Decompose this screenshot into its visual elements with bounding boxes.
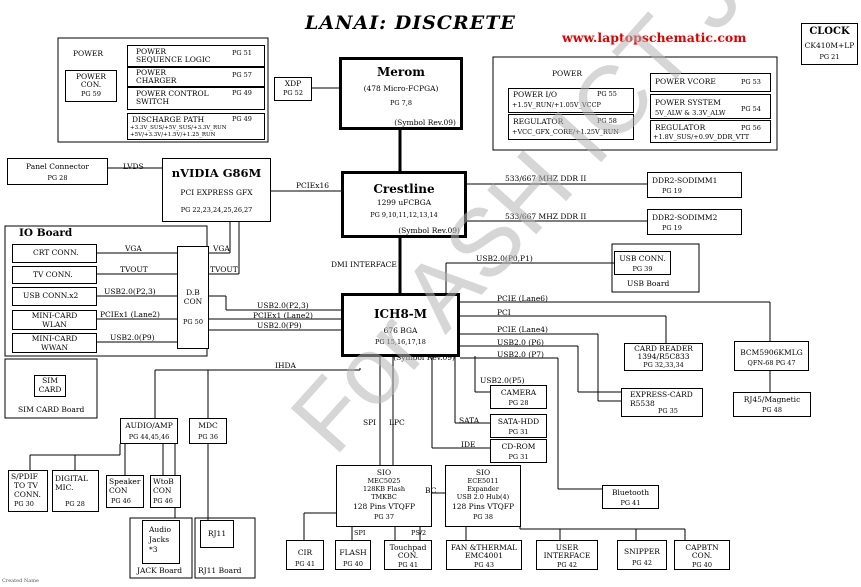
mdc-block: MDC PG 36 <box>189 418 227 444</box>
power-left-outline <box>57 37 269 143</box>
db-con-block: D.B CON PG 50 <box>177 246 209 349</box>
footer-text: Created Name <box>2 578 39 584</box>
audio-amp-block: AUDIO/AMP PG 44,45,46 <box>120 418 178 444</box>
nvidia-gpu-block: nVIDIA G86M PCI EXPRESS GFX PG 22,23,24,… <box>162 158 271 222</box>
rj11-board-outline <box>194 517 256 579</box>
discharge-path-block: DISCHARGE PATH PG 49 +3.3V_SUS/+5V_SUS/+… <box>127 113 265 140</box>
fan-thermal-block: FAN &THERMAL EMC4001 PG 43 <box>446 540 522 570</box>
sim-card-block: SIM CARD <box>34 375 66 397</box>
sio-mec5025-block: SIO MEC5025 128KB Flash TMKBC 128 Pins V… <box>336 465 432 527</box>
bcm5906-block: BCM5906KMLG QFN-68 PG 47 <box>734 341 809 371</box>
ich8m-southbridge-block: ICH8-M 676 BGA PG 15,16,17,18 (Symbol Re… <box>341 293 460 361</box>
power-left-label: POWER <box>73 49 104 58</box>
power-right-outline <box>492 56 778 151</box>
sim-board-outline <box>4 358 98 419</box>
usb-conn-x2-block: USB CONN.x2 <box>12 287 97 306</box>
rj45-magnetic-block: RJ45/Magnetic PG 48 <box>733 392 811 417</box>
power-right-label: POWER <box>552 69 583 78</box>
tv-conn-block: TV CONN. <box>12 266 97 284</box>
page-title: LANAI: DISCRETE <box>305 12 516 34</box>
clock-pg: PG 21 <box>819 53 840 61</box>
regulator-ddr-block: REGULATOR PG 56 +1.8V_SUS/+0.9V_DDR_VTT <box>650 120 771 143</box>
website-text: www.laptopschematic.com <box>562 30 747 45</box>
sio-ece5011-block: SIO ECE5011 Expander USB 2.0 Hub(4) 128 … <box>445 465 521 527</box>
power-con-pg: PG 59 <box>81 90 101 98</box>
clock-title: CLOCK <box>809 26 850 37</box>
power-seq-block: POWER SEQUENCE LOGIC PG 51 <box>127 45 265 67</box>
cir-block: CIR PG 41 <box>286 540 324 570</box>
speaker-con-block: Speaker CON PG 46 <box>106 475 144 508</box>
clock-chip: CK410M+LP <box>804 41 855 50</box>
merom-title: Merom <box>377 65 425 79</box>
digital-mic-block: DIGITAL MIC. PG 28 <box>52 470 99 512</box>
power-io-block: POWER I/O PG 55 +1.5V_RUN/+1.05V_VCCP <box>508 88 634 113</box>
io-board-title: IO Board <box>19 227 73 239</box>
usb-board-outline <box>611 243 700 293</box>
ddr2-sodimm1-block: DDR2-SODIMM1 PG 19 <box>647 172 742 198</box>
minicard-wlan-block: MINI-CARD WLAN <box>12 310 97 330</box>
rj11-block: RJ11 <box>200 520 234 548</box>
crestline-northbridge-block: Crestline 1299 uFCBGA PG 9,10,11,12,13,1… <box>341 171 467 238</box>
crt-conn-block: CRT CONN. <box>12 244 97 263</box>
touchpad-con-block: Touchpad CON. PG 41 <box>384 540 432 570</box>
cd-rom-block: CD-ROM PG 31 <box>490 439 547 463</box>
capbtn-con-block: CAPBTN CON. PG 40 <box>674 540 730 570</box>
snipper-block: SNIPPER PG 42 <box>617 540 667 570</box>
power-control-block: POWER CONTROL SWITCH PG 49 <box>127 87 265 110</box>
power-system-block: POWER SYSTEM PG 54 5V_ALW & 3.3V_ALW <box>650 94 771 119</box>
power-con-label: POWER CON. <box>75 72 107 89</box>
camera-block: CAMERA PG 28 <box>490 385 547 409</box>
user-interface-block: USER INTERFACE PG 42 <box>536 540 598 570</box>
wtob-con-block: WtoB CON PG 46 <box>150 475 181 508</box>
sata-hdd-block: SATA-HDD PG 31 <box>490 414 547 438</box>
flash-block: FLASH PG 40 <box>335 540 371 570</box>
power-con-block: POWER CON. PG 59 <box>65 70 117 102</box>
ddr2-sodimm2-block: DDR2-SODIMM2 PG 19 <box>647 209 742 235</box>
jack-board-outline <box>129 517 193 579</box>
xdp-block: XDP PG 52 <box>274 77 312 101</box>
usb-conn-block: USB CONN. PG 39 <box>614 251 671 275</box>
card-reader-block: CARD READER 1394/R5C833 PG 32,33,34 <box>624 343 703 371</box>
bluetooth-block: Bluetooth PG 41 <box>602 485 659 509</box>
power-vcore-block: POWER VCORE PG 53 <box>650 73 771 92</box>
spdif-block: S/PDIF TO TV CONN. PG 30 <box>8 470 48 512</box>
power-charger-block: POWER CHARGER PG 57 <box>127 67 265 87</box>
clock-block: CLOCK CK410M+LP PG 21 <box>801 23 858 65</box>
express-card-block: EXPRESS-CARD R5538 PG 35 <box>621 388 703 417</box>
merom-cpu-block: Merom (478 Micro-FCPGA) PG 7,8 (Symbol R… <box>339 57 463 130</box>
panel-connector-block: Panel Connector PG 28 <box>7 158 108 185</box>
minicard-wwan-block: MINI-CARD WWAN <box>12 333 97 353</box>
audio-jacks-block: Audio Jacks *3 <box>142 520 180 564</box>
regulator-gfx-block: REGULATOR PG 58 +VCC_GFX_CORE/+1.25V_RUN <box>508 114 634 140</box>
